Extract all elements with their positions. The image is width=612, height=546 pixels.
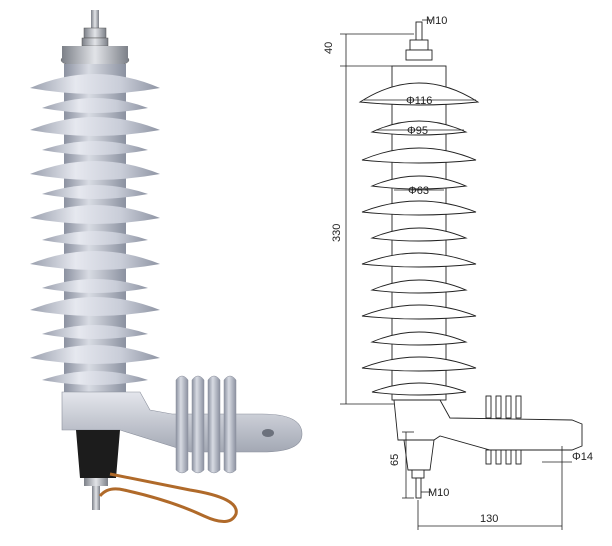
drawing-sheds — [358, 82, 480, 396]
label-shed-large: Φ116 — [406, 95, 432, 107]
label-total-height: 330 — [331, 224, 343, 242]
label-stud-top-height: 40 — [323, 42, 335, 54]
drawing-top-stud — [405, 21, 433, 61]
housing-core — [64, 64, 126, 394]
ground-lead-disconnector — [76, 430, 120, 510]
label-stud-top: M10 — [426, 15, 447, 27]
dimension-drawing: M10 40 Φ116 Φ95 Φ63 330 65 M10 Φ14 130 — [323, 15, 593, 530]
sheds — [30, 74, 160, 385]
label-shed-small: Φ95 — [407, 125, 428, 137]
drawing-base — [403, 439, 435, 499]
mounting-bracket — [61, 375, 303, 474]
top-terminal — [60, 10, 130, 69]
label-core: Φ63 — [408, 185, 429, 197]
copper-ground-wire — [98, 472, 238, 523]
label-stud-bottom: M10 — [428, 487, 449, 499]
dimension-lines — [340, 19, 572, 530]
label-bracket-length: 130 — [480, 513, 498, 525]
label-hole: Φ14 — [572, 451, 593, 463]
arrester-photo — [30, 10, 303, 523]
label-base-height: 65 — [389, 454, 401, 466]
